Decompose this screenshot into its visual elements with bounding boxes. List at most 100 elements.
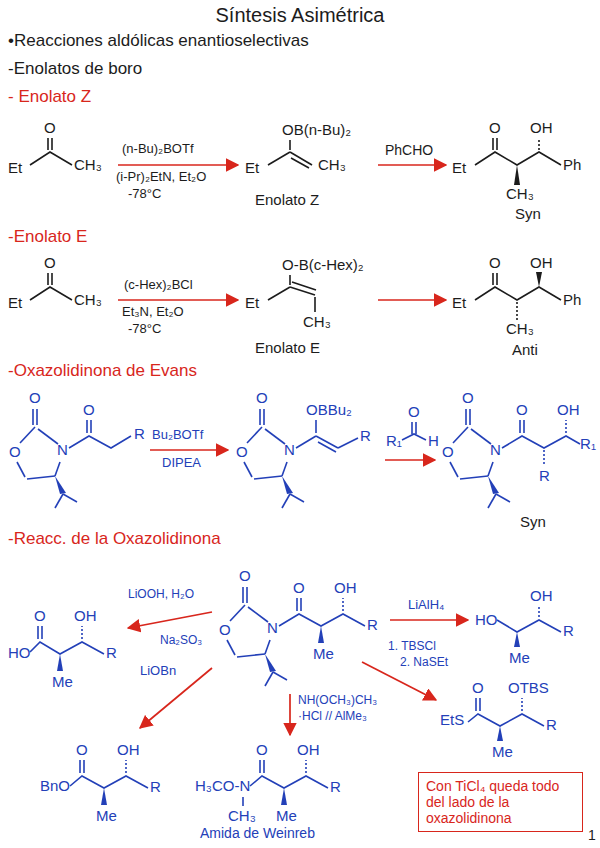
chem-label: OH [557,402,580,419]
chem-label: Enolato Z [255,192,319,209]
reagent-label: Et₃N, Et₂O [122,305,184,319]
chem-label: EtS [440,712,464,729]
chem-label: Syn [515,206,541,223]
chem-label: OTBS [508,680,549,697]
reagent-label: -78°C [128,187,161,201]
chem-label: O [516,402,528,419]
chem-label: CH₃ [318,157,346,174]
reagent-label: LiOBn [140,664,176,678]
chem-label: O [256,742,268,759]
chem-label: R [546,717,557,734]
chem-label: OH [74,608,97,625]
reagent-label: Bu₂BOTf [152,428,203,442]
chem-label: Et [8,295,22,312]
chem-label: Et [8,160,22,177]
reaction-arrows [118,165,468,735]
chem-label: Me [313,646,334,663]
chem-label: R [563,623,574,640]
chem-label: O [236,444,248,461]
chem-label: N [267,620,278,637]
chem-label: O [408,404,420,421]
chem-label: Ph [563,157,581,174]
chem-label: N [490,442,501,459]
chem-label: O [44,255,56,272]
note-text: Con TiCl₄ queda todo del lado de la oxaz… [426,778,575,826]
chem-label: O-B(c-Hex)₂ [282,257,364,274]
chem-label: CH₃ [228,808,256,825]
chem-label: R [330,779,341,796]
chem-label: O [472,680,484,697]
chem-label: O [44,120,56,137]
chem-label: OH [530,255,553,272]
enolate-e-row [30,272,561,320]
section-heading: -Reacc. de la Oxazolidinona [8,530,221,549]
reagent-label: (n-Bu)₂BOTf [122,142,194,156]
chem-label: CH₃ [506,321,534,338]
chem-label: Ph [563,292,581,309]
chem-label: OH [297,742,320,759]
chem-label: OBBu₂ [306,402,352,419]
reagent-label: LiOOH, H₂O [128,588,194,601]
chem-label: O [76,742,88,759]
reagent-label: LiAlH₄ [408,598,444,612]
chem-label: PhCHO [385,143,433,158]
chem-label: CH₃ [303,314,331,331]
reagent-label: NH(OCH₃)CH₃ [298,694,377,707]
chem-label: R₁ [580,436,596,453]
chem-label: CH₃ [506,186,534,203]
chem-label: 1 [588,828,596,843]
chem-label: Syn [520,514,546,531]
reagent-label: (i-Pr)₂EtN, Et₂O [116,170,206,184]
chem-label: O [219,622,231,639]
chem-label: Et [245,295,259,312]
chem-label: R [360,428,371,445]
section-heading: •Reacciones aldólicas enantioselectivas [8,32,309,51]
note-box: Con TiCl₄ queda todo del lado de la oxaz… [418,772,583,832]
page-title: Síntesis Asimétrica [0,4,600,26]
chem-label: R [106,645,117,662]
chem-label: Me [276,808,297,825]
reagent-label: 2. NaSEt [400,656,448,669]
chem-label: O [462,390,474,407]
chem-label: OH [530,588,553,605]
chem-label: R [539,468,550,485]
chem-label: H₃CO-N [195,778,250,795]
chem-label: O [293,580,305,597]
chem-label: OB(n-Bu)₂ [282,122,351,139]
chem-label: Enolato E [255,340,320,357]
reagent-label: DIPEA [162,456,201,470]
chem-label: Me [52,674,73,691]
chem-label: Et [452,160,466,177]
chem-label: BnO [40,778,70,795]
chem-label: CH₃ [74,292,102,309]
reagent-label: 1. TBSCl [388,640,436,653]
chem-label: R [134,426,145,443]
chem-label: CH₃ [74,157,102,174]
chem-label: O [442,444,454,461]
chem-label: OH [334,580,357,597]
chem-label: HO [475,612,498,629]
chem-label: HO [8,645,31,662]
chem-label: Anti [512,342,538,359]
chem-label: R₁ [386,433,402,450]
section-heading: -Oxazolidinona de Evans [8,362,197,381]
chem-label: O [489,120,501,137]
chem-label: Amida de Weinreb [200,826,315,841]
section-heading: -Enolato E [8,228,87,247]
chem-label: O [29,390,41,407]
chem-label: Et [245,160,259,177]
chem-label: Me [96,808,117,825]
section-heading: - Enolato Z [8,88,91,107]
chem-label: O [83,402,95,419]
chem-label: H [428,433,439,450]
reagent-label: ·HCl // AlMe₃ [298,710,367,723]
chem-label: R [367,617,378,634]
chem-label: O [489,255,501,272]
chem-label: O [256,390,268,407]
reagent-label: (c-Hex)₂BCl [124,278,193,292]
chem-label: O [34,608,46,625]
chem-label: Et [452,295,466,312]
enolate-z-row [30,138,561,185]
chem-label: Me [509,650,530,667]
